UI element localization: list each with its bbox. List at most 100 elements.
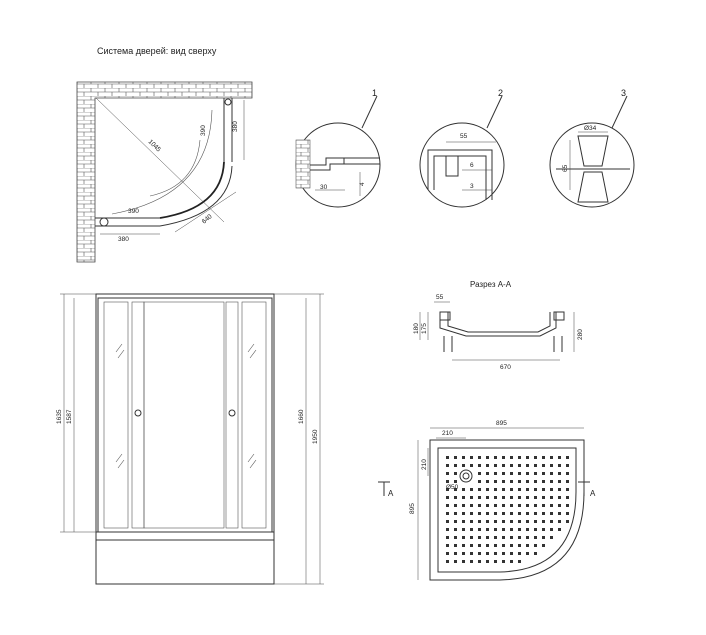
tray-dot: [534, 544, 537, 547]
section-aa: Разрез А-А 55 180 175 280 670: [413, 280, 584, 371]
tray-dot: [518, 480, 521, 483]
tray-dot: [534, 536, 537, 539]
detail2-dim-c: 3: [470, 183, 474, 190]
tray-dot: [518, 544, 521, 547]
tray-dot: [462, 520, 465, 523]
tray-drain-diameter: Ø50: [446, 484, 459, 491]
tray-dot: [566, 480, 569, 483]
tray-dot: [494, 504, 497, 507]
front-dim-3: 1660: [298, 409, 305, 424]
tray-dot: [470, 544, 473, 547]
tray-dot: [558, 512, 561, 515]
tray-dot: [478, 560, 481, 563]
tray-dot: [446, 536, 449, 539]
tray-dot: [494, 488, 497, 491]
tray-dot: [494, 480, 497, 483]
tray-dot: [510, 544, 513, 547]
dim-diagonal: 1045: [147, 138, 163, 153]
tray-dot: [454, 528, 457, 531]
tray-dot: [542, 480, 545, 483]
tray-dot: [550, 480, 553, 483]
tray-dot: [518, 520, 521, 523]
tray-dot: [502, 512, 505, 515]
tray-dot: [478, 520, 481, 523]
front-dim-1: 1635: [56, 409, 63, 424]
brick-wall: [76, 81, 253, 263]
tray-dot: [470, 464, 473, 467]
tray-dot: [470, 512, 473, 515]
tray-dot: [510, 536, 513, 539]
top-view: Система дверей: вид сверху 1045 390 390 …: [76, 46, 253, 263]
section-dim-c: 175: [421, 323, 428, 334]
tray-dot: [486, 496, 489, 499]
tray-dot: [510, 472, 513, 475]
tray-dot: [534, 528, 537, 531]
tray-dim-width: 895: [496, 420, 507, 427]
section-dim-e: 670: [500, 364, 511, 371]
tray-dot: [494, 472, 497, 475]
tray-dot: [542, 496, 545, 499]
tray-dot: [566, 464, 569, 467]
tray-dot: [550, 488, 553, 491]
tray-dot: [446, 488, 449, 491]
tray-dot: [542, 504, 545, 507]
tray-dot: [502, 488, 505, 491]
tray-dot: [566, 456, 569, 459]
tray-dot: [550, 512, 553, 515]
front-dim-4: 1950: [312, 429, 319, 444]
tray-dot: [510, 520, 513, 523]
tray-dot: [542, 472, 545, 475]
tray-dot: [510, 480, 513, 483]
tray-dot: [518, 464, 521, 467]
tray-dot: [494, 464, 497, 467]
tray-dot: [446, 480, 449, 483]
tray-dot: [502, 472, 505, 475]
tray-dot: [518, 488, 521, 491]
tray-dot: [542, 488, 545, 491]
tray-dot: [526, 528, 529, 531]
tray-dot: [446, 496, 449, 499]
tray-dim-height: 895: [409, 503, 416, 514]
tray-dot: [478, 504, 481, 507]
tray-dot: [462, 512, 465, 515]
dim-door: 640: [201, 213, 214, 226]
tray-dot: [534, 464, 537, 467]
tray-dot: [510, 464, 513, 467]
tray-dot: [566, 496, 569, 499]
tray-dot: [494, 512, 497, 515]
dim-height: 380: [232, 121, 239, 132]
tray-dot: [566, 512, 569, 515]
tray-dot: [494, 456, 497, 459]
tray-dot: [502, 560, 505, 563]
tray-dot: [542, 456, 545, 459]
detail2-dim-a: 55: [460, 133, 468, 140]
tray-dim-offset-h: 210: [442, 430, 453, 437]
tray-top-view: 895 210 895 210 Ø50 А А: [378, 420, 596, 581]
tray-dot: [494, 560, 497, 563]
tray-dot: [462, 552, 465, 555]
tray-dot: [478, 488, 481, 491]
tray-dot: [454, 504, 457, 507]
tray-dot: [542, 512, 545, 515]
tray-dot: [454, 536, 457, 539]
tray-dot: [446, 552, 449, 555]
tray-dot: [550, 456, 553, 459]
section-dim-b: 180: [413, 323, 420, 334]
dim-radius-1: 390: [200, 125, 207, 136]
tray-dot: [566, 520, 569, 523]
tray-dot: [470, 496, 473, 499]
tray-dot: [478, 472, 481, 475]
tray-dot: [494, 496, 497, 499]
tray-dot: [494, 552, 497, 555]
tray-dot: [550, 464, 553, 467]
tray-dot: [510, 560, 513, 563]
tray-dot: [542, 464, 545, 467]
tray-dot: [446, 456, 449, 459]
tray-dot: [566, 472, 569, 475]
tray-dot: [454, 544, 457, 547]
tray-dot: [478, 528, 481, 531]
tray-dot: [486, 528, 489, 531]
tray-dot: [470, 504, 473, 507]
tray-dot: [494, 544, 497, 547]
tray-dot: [462, 560, 465, 563]
